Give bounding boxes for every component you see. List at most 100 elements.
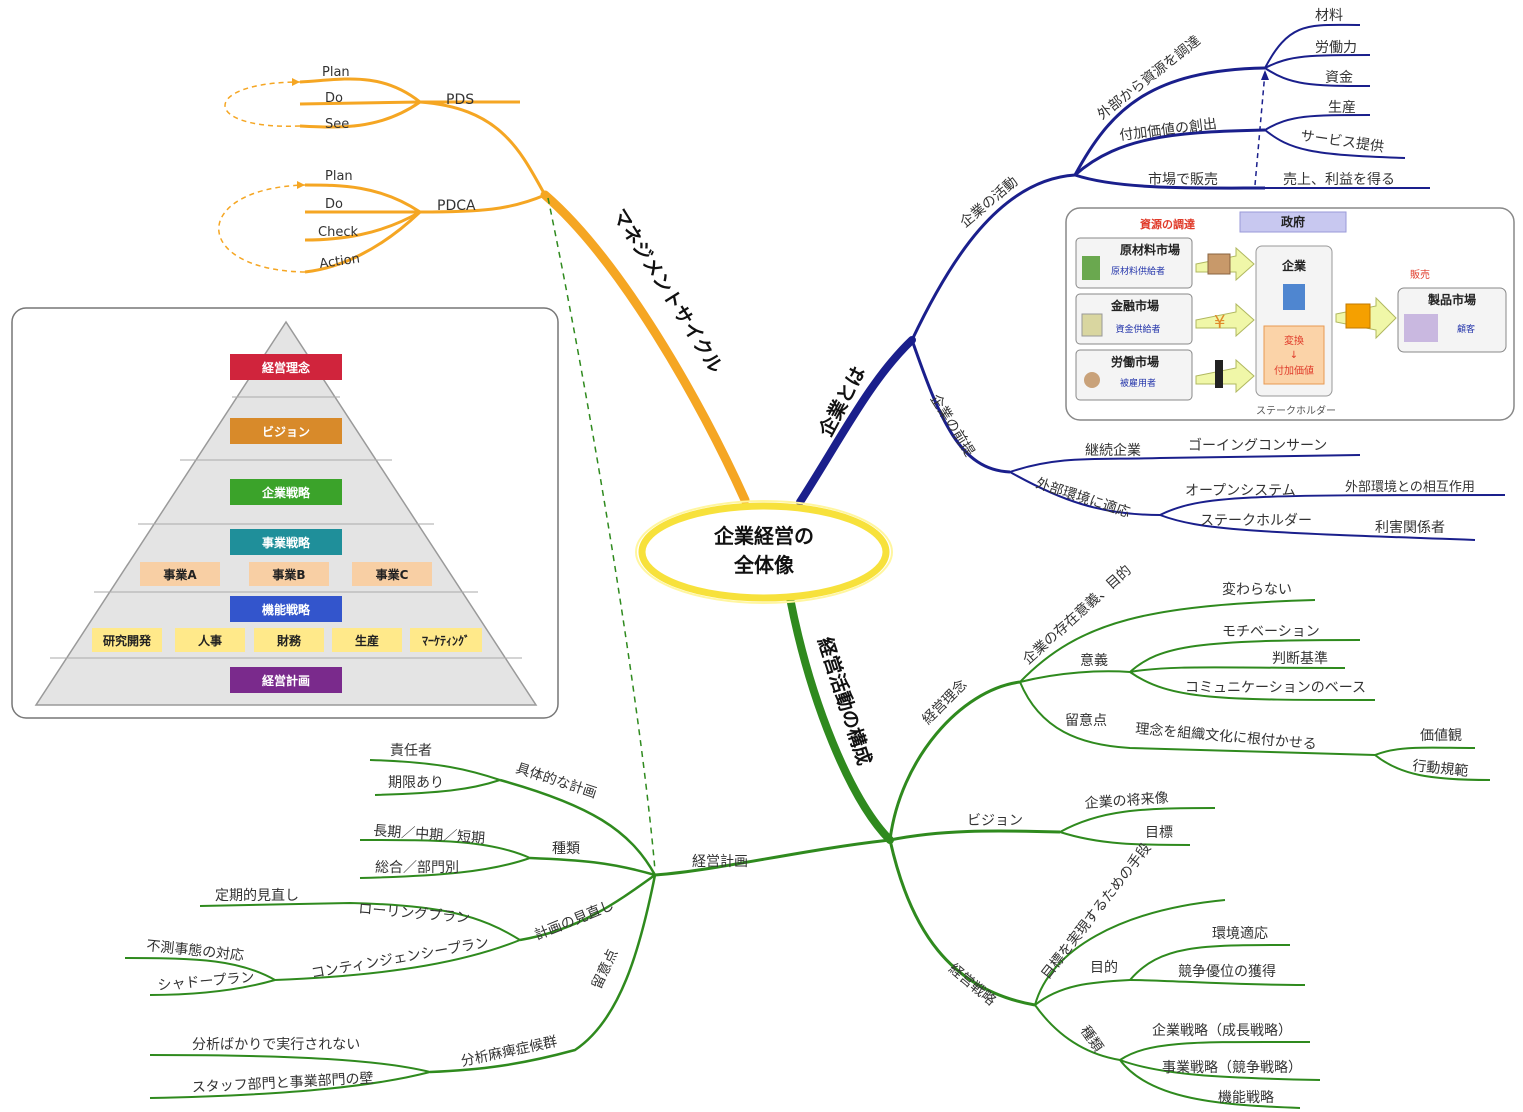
label-rolling[interactable]: ローリングプラン (358, 901, 471, 927)
figure-product-market-label: 製品市場 (1427, 292, 1476, 307)
label-open-system-detail[interactable]: 外部環境との相互作用 (1345, 480, 1475, 495)
label-open-system[interactable]: オープンシステム (1185, 483, 1296, 499)
label-labor[interactable]: 労働力 (1315, 40, 1357, 56)
center-line2: 全体像 (733, 553, 795, 577)
pyramid-shape (34, 320, 538, 706)
figure-market-labor (1075, 349, 1193, 401)
figure-transform (1263, 325, 1325, 385)
figure-company-label: 企業 (1281, 258, 1307, 273)
label-strategy[interactable]: 経営戦略 (945, 961, 998, 1009)
label-philosophy[interactable]: 経営理念 (919, 676, 971, 728)
label-production[interactable]: 生産 (1328, 100, 1356, 116)
pyramid-fn-rd (92, 628, 162, 652)
label-environment[interactable]: 環境適応 (1212, 925, 1268, 942)
label-periodic[interactable]: 定期的見直し (215, 887, 299, 904)
label-concrete-plan[interactable]: 具体的な計画 (514, 761, 599, 802)
label-plan-notes[interactable]: 留意点 (588, 946, 621, 991)
green-left-subbranches (429, 778, 657, 1074)
pyramid-fn-hr-label: 人事 (198, 633, 222, 648)
label-pds-do[interactable]: Do (325, 91, 343, 106)
label-business-strategy[interactable]: 事業戦略（競争戦略） (1162, 1060, 1302, 1076)
cycle-loops (218, 81, 306, 273)
orange-subbranches (299, 77, 547, 274)
navy-subbranches (910, 66, 1266, 474)
label-philosophy-notes[interactable]: 留意点 (1065, 712, 1107, 729)
label-premise[interactable]: 企業の前提 (927, 391, 979, 459)
label-scope[interactable]: 総合／部門別 (375, 860, 459, 876)
pyramid-philosophy-label: 経営理念 (262, 360, 310, 375)
green-right-subbranches (888, 680, 1061, 1007)
worker-icon (1215, 360, 1223, 388)
label-responsible[interactable]: 責任者 (390, 743, 432, 759)
label-unchanging[interactable]: 変わらない (1222, 581, 1292, 598)
label-values[interactable]: 価値観 (1420, 727, 1462, 744)
label-goal[interactable]: 目標 (1145, 825, 1173, 841)
label-corporate-strategy[interactable]: 企業戦略（成長戦略） (1152, 1022, 1292, 1039)
label-deadline[interactable]: 期限あり (388, 775, 444, 791)
label-pdca-plan[interactable]: Plan (325, 169, 353, 184)
green-left-leaves (124, 759, 531, 1099)
label-pds-see[interactable]: See (325, 117, 349, 132)
label-meaning[interactable]: 意義 (1080, 652, 1108, 669)
label-value-creation[interactable]: 付加価値の創出 (1119, 116, 1218, 144)
label-term[interactable]: 長期／中期／短期 (373, 823, 486, 847)
label-revenue[interactable]: 売上、利益を得る (1283, 171, 1395, 188)
pyramid-business-label: 事業戦略 (262, 535, 311, 550)
label-activities[interactable]: 企業の活動 (957, 173, 1022, 231)
pyramid-philosophy (230, 354, 342, 380)
label-conduct[interactable]: 行動規範 (1412, 757, 1469, 780)
center-node[interactable]: 企業経営の 全体像 (635, 500, 893, 604)
figure-transform-arrow: ↓ (1290, 350, 1298, 361)
pyramid-biz-c (352, 562, 432, 586)
figure-procure-title: 資源の調達 (1140, 217, 1195, 231)
label-review[interactable]: 計画の見直し (532, 896, 616, 943)
label-existence[interactable]: 企業の存在意義、目的 (1019, 562, 1134, 668)
label-shadow[interactable]: シャドープラン (157, 970, 255, 994)
label-plan[interactable]: 経営計画 (692, 854, 748, 870)
label-competitive[interactable]: 競争優位の獲得 (1178, 963, 1276, 980)
label-pdca-check[interactable]: Check (318, 225, 358, 240)
label-stakeholder[interactable]: ステークホルダー (1200, 513, 1312, 529)
label-plan-kinds[interactable]: 種類 (552, 841, 580, 857)
label-no-execution[interactable]: 分析ばかりで実行されない (192, 1037, 360, 1053)
label-functional-strategy[interactable]: 機能戦略 (1218, 1090, 1274, 1106)
label-judgment[interactable]: 判断基準 (1272, 650, 1328, 667)
dashed-link (547, 197, 656, 871)
label-pdca-action[interactable]: Action (318, 251, 360, 272)
pyramid-functional-label: 機能戦略 (262, 602, 311, 617)
label-purpose[interactable]: 目的 (1090, 960, 1118, 976)
label-sell[interactable]: 市場で販売 (1148, 171, 1218, 188)
figure-added-value-label: 付加価値 (1274, 364, 1314, 377)
pyramid-panel: 経営理念 ビジョン 企業戦略 事業戦略 事業A 事業B 事業C 機能戦略 研究開… (11, 307, 559, 719)
figure-market-raw-title: 原材料市場 (1120, 242, 1180, 257)
pyramid-corporate-label: 企業戦略 (261, 485, 311, 500)
label-strategy-types[interactable]: 種類 (1077, 1023, 1106, 1055)
label-capital[interactable]: 資金 (1325, 70, 1353, 86)
pyramid-vision-label: ビジョン (262, 424, 310, 439)
factory-icon (1082, 256, 1100, 280)
label-going-concern-detail[interactable]: ゴーイングコンサーン (1188, 437, 1327, 454)
figure-transform-label: 変換 (1284, 334, 1304, 347)
label-going-concern[interactable]: 継続企業 (1085, 442, 1141, 459)
label-structure[interactable]: 経営活動の構成 (813, 634, 876, 768)
label-pdca[interactable]: PDCA (437, 198, 476, 214)
label-vision[interactable]: ビジョン (967, 813, 1023, 829)
label-stakeholder-detail[interactable]: 利害関係者 (1375, 520, 1445, 536)
label-pds[interactable]: PDS (446, 92, 474, 108)
label-adapt[interactable]: 外部環境に適応 (1034, 475, 1132, 521)
pyramid-plan-label: 経営計画 (262, 673, 310, 688)
label-material[interactable]: 材料 (1315, 8, 1343, 24)
pyramid-biz-a-label: 事業A (163, 567, 197, 582)
figure-customer-label: 顧客 (1457, 323, 1475, 335)
label-future[interactable]: 企業の将来像 (1084, 789, 1169, 812)
label-motivation[interactable]: モチベーション (1222, 624, 1320, 640)
gift-icon (1345, 303, 1371, 329)
label-communication[interactable]: コミュニケーションのベース (1185, 680, 1366, 696)
label-pds-plan[interactable]: Plan (322, 65, 350, 80)
label-pdca-do[interactable]: Do (325, 197, 343, 212)
figure-market-labor-sub: 被雇用者 (1120, 377, 1156, 389)
pyramid-fn-mkt-label: ﾏｰｹﾃｨﾝｸﾞ (422, 633, 470, 648)
pyramid-corporate (230, 479, 342, 505)
pyramid-plan (230, 667, 342, 693)
